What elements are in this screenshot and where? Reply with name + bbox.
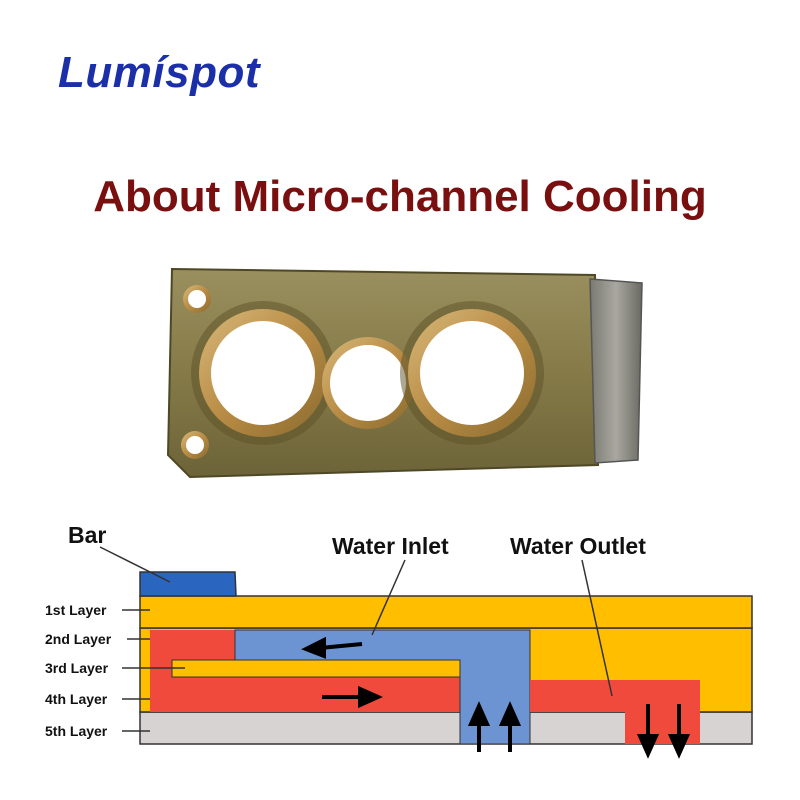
red-channel-right — [530, 680, 700, 744]
cooler-block-photo — [166, 267, 643, 479]
flow-arrow-down-1 — [636, 704, 660, 759]
layer-1 — [139, 595, 753, 629]
layer-3-fin — [171, 659, 461, 678]
bar-leader — [99, 546, 171, 583]
bar-block — [139, 571, 237, 597]
layer-label-4: 4th Layer — [45, 691, 108, 707]
flow-arrow-up-2 — [498, 701, 522, 752]
layer-label-2: 2nd Layer — [45, 631, 112, 647]
layer-label-3: 3rd Layer — [45, 660, 109, 676]
flow-arrow-down-2 — [667, 704, 691, 759]
cooler-edge — [589, 278, 643, 464]
outlet-leader — [581, 559, 613, 697]
layer-label-1: 1st Layer — [45, 602, 107, 618]
water-outlet-label: Water Outlet — [510, 533, 646, 559]
red-channel-left — [150, 630, 460, 712]
water-inlet-label: Water Inlet — [332, 533, 449, 559]
flow-arrow-left — [301, 636, 363, 659]
lumispot-logo: Lumíspot — [58, 48, 260, 97]
inlet-leader — [371, 559, 406, 636]
micro-channel-cross-section: Bar Water Inlet Water Outlet 1st Layer 2… — [45, 522, 753, 759]
bar-label: Bar — [68, 522, 106, 548]
flow-arrow-up-1 — [467, 701, 491, 752]
layer-label-5: 5th Layer — [45, 723, 108, 739]
flow-arrow-right — [322, 685, 383, 709]
page-title: About Micro-channel Cooling — [93, 172, 707, 221]
